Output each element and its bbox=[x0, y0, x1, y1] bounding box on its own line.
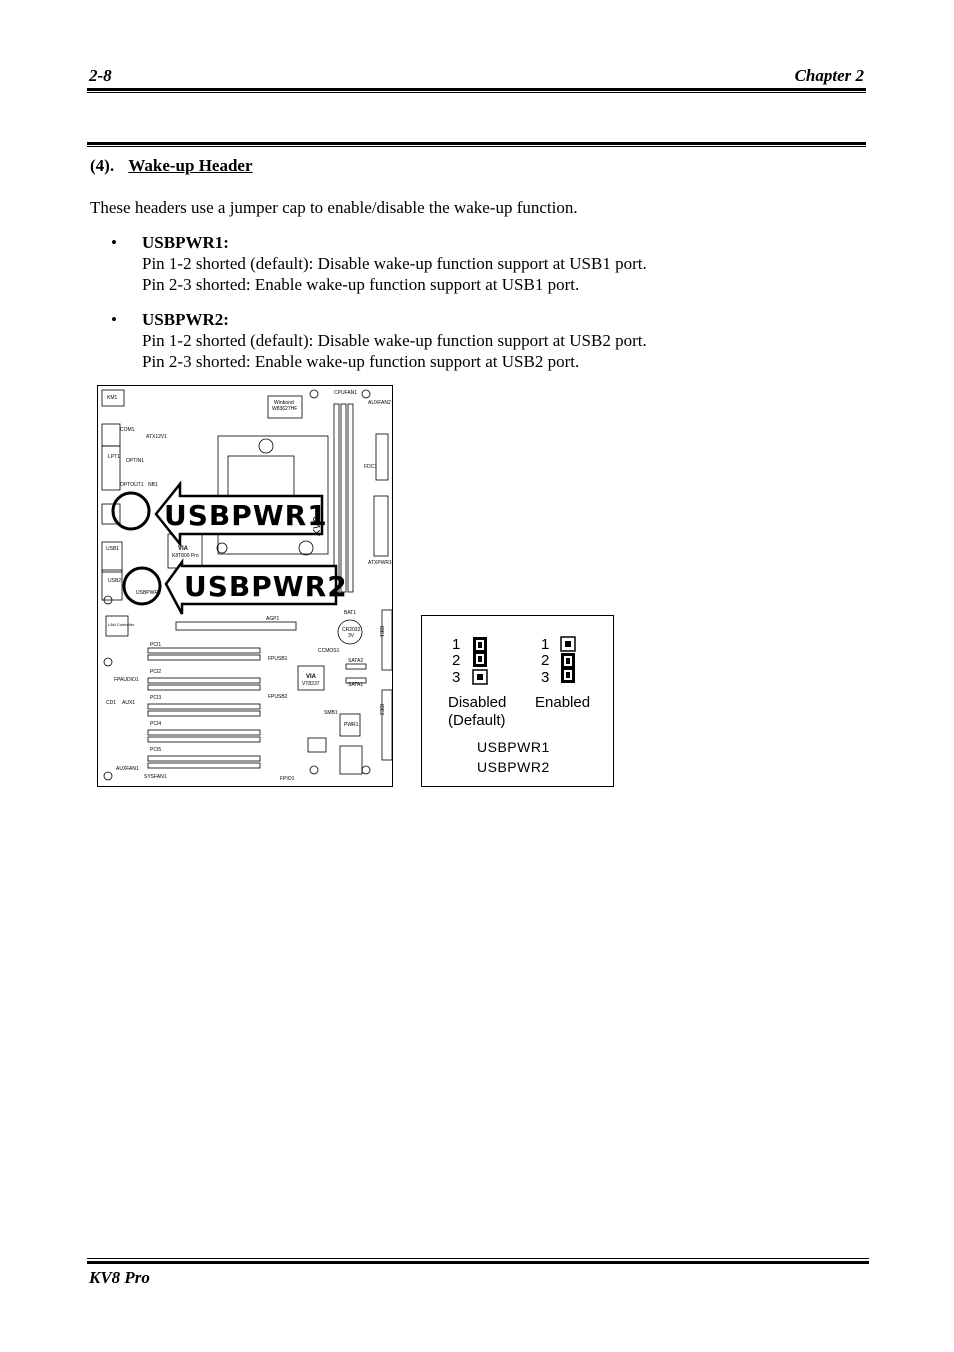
label-lpt: LPT1 bbox=[108, 454, 120, 460]
label-optin: OPTIN1 bbox=[126, 458, 145, 464]
label-pci5: PCI5 bbox=[150, 747, 162, 753]
usbpwr2-callout: USBPWR2 bbox=[184, 570, 348, 603]
label-via2: VIA bbox=[306, 674, 317, 680]
enabled-jumper bbox=[560, 636, 576, 683]
usbpwr2-arrow bbox=[122, 558, 338, 615]
label-sata2: SATA2 bbox=[348, 658, 364, 664]
enabled-pin-1: 1 bbox=[541, 636, 550, 653]
label-usbpwr-small: USBPWR2 bbox=[136, 590, 161, 596]
disabled-label: Disabled bbox=[448, 694, 507, 711]
enabled-label: Enabled bbox=[535, 694, 591, 711]
section-rule bbox=[87, 142, 866, 145]
label-winbond-part: W83627HF bbox=[272, 406, 298, 412]
page-number: 2-8 bbox=[89, 66, 112, 85]
disabled-jumper bbox=[472, 637, 488, 685]
enabled-pin-2: 2 bbox=[541, 652, 550, 669]
jumper-pins-svg bbox=[472, 636, 576, 685]
label-lan: LAN Controller bbox=[108, 622, 135, 627]
label-via1-part: K8T800 Pro bbox=[172, 553, 199, 559]
enabled-pin-3: 3 bbox=[541, 669, 550, 686]
disabled-pin-2: 2 bbox=[452, 652, 461, 669]
label-fpio: FPIO1 bbox=[280, 776, 295, 782]
item-1-name: USBPWR1: bbox=[142, 233, 229, 252]
label-pci4: PCI4 bbox=[150, 721, 162, 727]
label-ide1: IDE1 bbox=[378, 626, 384, 638]
motherboard-diagram: USBPWR1 USBPWR2 KM1 COM1 LPT1 ATX12V1 OP… bbox=[97, 385, 393, 787]
label-battery: CR2032 bbox=[342, 627, 361, 633]
label-via1: VIA bbox=[178, 546, 189, 552]
label-fpaudio: FPAUDIO1 bbox=[114, 677, 139, 683]
bullet-2: • bbox=[111, 310, 117, 329]
label-agp: AGP1 bbox=[266, 616, 280, 622]
label-fpusb1: FPUSB1 bbox=[268, 656, 288, 662]
label-sata1: SATA1 bbox=[348, 682, 364, 688]
label-bat: BAT1 bbox=[344, 610, 357, 616]
label-atx12v: ATX12V1 bbox=[146, 434, 168, 440]
label-pci3: PCI3 bbox=[150, 695, 162, 701]
header-rule bbox=[87, 88, 866, 91]
section-intro: These headers use a jumper cap to enable… bbox=[90, 198, 578, 217]
label-nb: NB1 bbox=[148, 482, 158, 488]
section-heading: (4). Wake-up Header bbox=[90, 156, 253, 176]
usbpwr1-callout: USBPWR1 bbox=[164, 499, 328, 532]
item-1-line-1: Pin 1-2 shorted (default): Disable wake-… bbox=[142, 254, 647, 273]
label-battery-v: 3V bbox=[348, 633, 355, 639]
item-1-line-2: Pin 2-3 shorted: Enable wake-up function… bbox=[142, 275, 580, 294]
board-layout-svg bbox=[101, 389, 393, 781]
footer-rule-thin bbox=[87, 1258, 869, 1259]
bullet-1: • bbox=[111, 233, 117, 252]
item-2-line-2: Pin 2-3 shorted: Enable wake-up function… bbox=[142, 352, 580, 371]
label-auxfan2: AUXFAN2 bbox=[368, 400, 391, 406]
footer-product: KV8 Pro bbox=[89, 1268, 150, 1287]
label-usb2: USB2 bbox=[108, 578, 122, 584]
label-smb: SMB1 bbox=[324, 710, 338, 716]
label-cd: CD1 bbox=[106, 700, 117, 706]
disabled-pin-3: 3 bbox=[452, 669, 461, 686]
label-sysfan: SYSFAN1 bbox=[144, 774, 167, 780]
jumper-name-2: USBPWR2 bbox=[477, 759, 550, 775]
label-fdc: FDC1 bbox=[364, 464, 378, 470]
label-winbond: Winbond bbox=[274, 400, 294, 406]
label-com: COM1 bbox=[120, 427, 135, 433]
disabled-pin-1: 1 bbox=[452, 636, 461, 653]
label-atxpwr: ATXPWR1 bbox=[368, 560, 392, 566]
section-title: Wake-up Header bbox=[128, 156, 253, 175]
label-km: KM1 bbox=[107, 395, 118, 401]
section-rule-thin bbox=[87, 146, 866, 147]
label-ccmos: CCMOS1 bbox=[318, 648, 340, 654]
item-2-line-1: Pin 1-2 shorted (default): Disable wake-… bbox=[142, 331, 647, 350]
label-usb1: USB1 bbox=[106, 546, 120, 552]
label-kv8: KV8 bbox=[312, 517, 323, 536]
jumper-diagram: 1 2 3 1 2 3 Disabled (Default) Enabled U… bbox=[421, 615, 614, 787]
label-optout: OPTOUT1 bbox=[120, 482, 144, 488]
item-2-name: USBPWR2: bbox=[142, 310, 229, 329]
jumper-name-1: USBPWR1 bbox=[477, 739, 550, 755]
label-auxfan1: AUXFAN1 bbox=[116, 766, 139, 772]
label-fpusb2: FPUSB2 bbox=[268, 694, 288, 700]
label-cpufan: CPUFAN1 bbox=[334, 390, 358, 396]
disabled-default-label: (Default) bbox=[448, 712, 506, 729]
label-ide2: IDE2 bbox=[378, 704, 384, 716]
label-aux: AUX1 bbox=[122, 700, 136, 706]
footer-rule bbox=[87, 1261, 869, 1264]
label-pci2: PCI2 bbox=[150, 669, 162, 675]
usbpwr1-arrow bbox=[111, 480, 324, 548]
header-rule-thin bbox=[87, 92, 866, 93]
label-pci1: PCI1 bbox=[150, 642, 162, 648]
label-via2-part: VT8237 bbox=[302, 681, 320, 687]
section-number: (4). bbox=[90, 156, 115, 175]
label-pwr: PWR1 bbox=[344, 722, 359, 728]
chapter-title: Chapter 2 bbox=[794, 66, 864, 85]
